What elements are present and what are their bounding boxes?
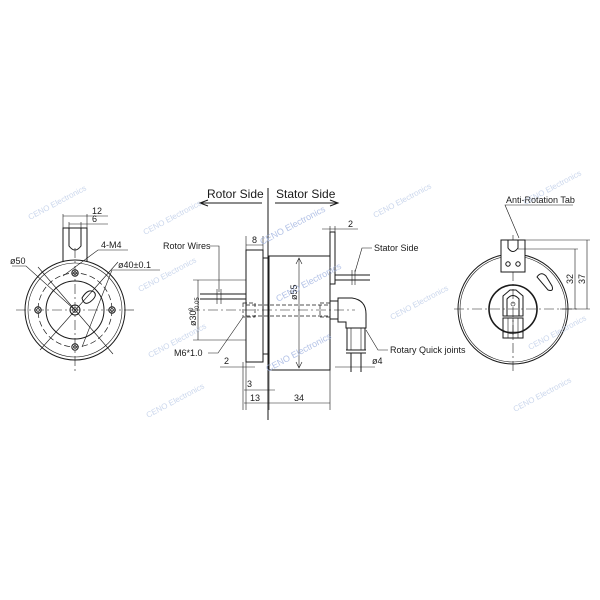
label-stator-side-arrow: Stator Side xyxy=(276,187,336,201)
dim-slot-height: 32 xyxy=(565,274,575,284)
right-view xyxy=(454,204,590,372)
dim-shaft-diameter-group: ø30 0 -0.05 xyxy=(188,297,201,326)
dim-shaft-tol-lower: -0.05 xyxy=(195,297,201,311)
dim-tab-thickness: 2 xyxy=(348,219,353,229)
label-thread: M6*1.0 xyxy=(174,348,203,358)
dim-shaft-diameter: ø30 xyxy=(188,310,198,326)
watermarks: CENO Electronics CENO Electronics CENO E… xyxy=(27,169,588,420)
watermark: CENO Electronics xyxy=(527,314,588,352)
dim-tab-height: 37 xyxy=(577,274,587,284)
dim-tube-diameter: ø4 xyxy=(372,356,383,366)
watermark: CENO Electronics xyxy=(372,182,433,220)
front-view xyxy=(12,214,160,372)
watermark: CENO Electronics xyxy=(274,261,343,304)
dim-flange-thickness: 8 xyxy=(252,235,257,245)
watermark: CENO Electronics xyxy=(142,199,203,237)
label-anti-rotation-tab: Anti-Rotation Tab xyxy=(506,195,575,205)
dim-body-diameter: ø55 xyxy=(289,284,299,300)
label-rotor-wires: Rotor Wires xyxy=(163,241,211,251)
side-view xyxy=(190,188,388,420)
label-bolt-holes: 4-M4 xyxy=(101,240,122,250)
dim-outer-diameter: ø50 xyxy=(10,256,26,266)
dim-slot-width: 6 xyxy=(92,214,97,224)
label-rotor-side: Rotor Side xyxy=(207,187,264,201)
dim-step: 3 xyxy=(247,379,252,389)
dim-shaft-lip: 2 xyxy=(224,356,229,366)
dim-bolt-circle: ø40±0.1 xyxy=(118,260,151,270)
label-stator-side: Stator Side xyxy=(374,243,419,253)
watermark: CENO Electronics xyxy=(145,382,206,420)
dim-shaft-tol-upper: 0 xyxy=(189,307,195,311)
watermark: CENO Electronics xyxy=(258,204,327,247)
watermark: CENO Electronics xyxy=(389,284,450,322)
watermark: CENO Electronics xyxy=(512,376,573,414)
dim-rotor-length: 13 xyxy=(250,393,260,403)
label-rotary-quick-joints: Rotary Quick joints xyxy=(390,345,466,355)
dim-stator-length: 34 xyxy=(294,393,304,403)
dim-tab-width: 12 xyxy=(92,206,102,216)
